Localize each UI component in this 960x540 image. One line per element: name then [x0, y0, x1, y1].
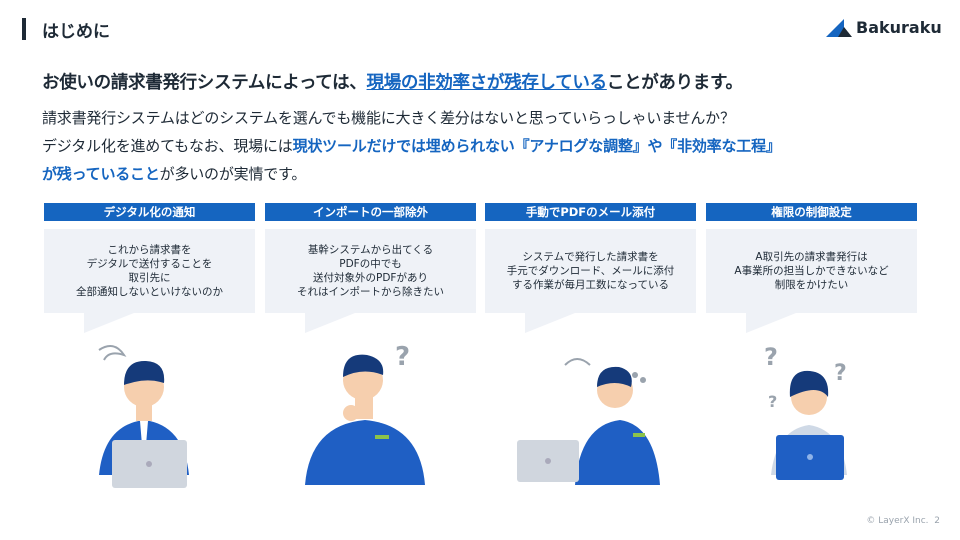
card-label: 手動でPDFのメール添付 [485, 203, 696, 221]
person-working-illustration [517, 358, 660, 485]
title-bar-accent [22, 18, 26, 40]
speech-bubble: 基幹システムから出てくる PDFの中でも 送付対象外のPDFがあり それはインポ… [265, 229, 476, 313]
intro-line-2: デジタル化を進めてもなお、現場には現状ツールだけでは埋められない『アナログな調整… [42, 132, 781, 160]
headline-highlight: 現場の非効率さが残存している [366, 73, 608, 93]
speech-bubble: システムで発行した請求書を 手元でダウンロード、メールに添付 する作業が毎月工数… [485, 229, 696, 313]
svg-text:?: ? [395, 342, 410, 372]
intro-line-2-bold: 現状ツールだけでは埋められない『アナログな調整』や『非効率な工程』 [292, 137, 781, 155]
intro-line-2-text: デジタル化を進めてもなお、現場には [42, 137, 293, 155]
person-confused-illustration: ? ? ? [764, 343, 847, 480]
page-number: 2 [934, 516, 940, 526]
intro-text: 請求書発行システムはどのシステムを選んでも機能に大きく差分はないと思っていらっし… [42, 104, 781, 188]
headline-post: ことがあります。 [606, 73, 743, 93]
card-label: インポートの一部除外 [265, 203, 476, 221]
logo-text: Bakuraku [856, 18, 942, 37]
card-label: デジタル化の通知 [44, 203, 255, 221]
speech-bubble: A取引先の請求書発行は A事業所の担当しかできないなど 制限をかけたい [706, 229, 917, 313]
page-title: はじめに [42, 22, 110, 42]
footer: © LayerX Inc. 2 [866, 516, 940, 526]
copyright: © LayerX Inc. [866, 516, 929, 526]
person-thinking-illustration: ? [305, 342, 425, 485]
svg-text:?: ? [764, 343, 778, 371]
intro-line-3-text: が多いのが実情です。 [159, 165, 307, 183]
headline-pre: お使いの請求書発行システムによっては、 [42, 73, 367, 93]
card-label: 権限の制御設定 [706, 203, 917, 221]
svg-text:?: ? [768, 392, 777, 411]
intro-line-1: 請求書発行システムはどのシステムを選んでも機能に大きく差分はないと思っていらっし… [42, 109, 735, 127]
intro-line-3-bold: が残っていること [42, 165, 160, 183]
logo-icon [826, 18, 852, 37]
card-manual-pdf: 手動でPDFのメール添付システムで発行した請求書を 手元でダウンロード、メールに… [485, 203, 696, 313]
card-import-exclusion: インポートの一部除外基幹システムから出てくる PDFの中でも 送付対象外のPDF… [265, 203, 476, 313]
person-laptop-illustration [98, 345, 189, 488]
card-permissions: 権限の制御設定 A取引先の請求書発行は A事業所の担当しかできないなど 制限をかけ… [706, 203, 917, 313]
intro-line-3: が残っていることが多いのが実情です。 [42, 160, 781, 188]
logo: Bakuraku [826, 18, 942, 37]
headline: お使いの請求書発行システムによっては、現場の非効率さが残存していることがあります… [42, 69, 743, 94]
speech-bubble: これから請求書を デジタルで送付することを 取引先に 全部通知しないといけないの… [44, 229, 255, 313]
card-digital-notice: デジタル化の通知これから請求書を デジタルで送付することを 取引先に 全部通知し… [44, 203, 255, 313]
svg-text:?: ? [834, 361, 847, 386]
